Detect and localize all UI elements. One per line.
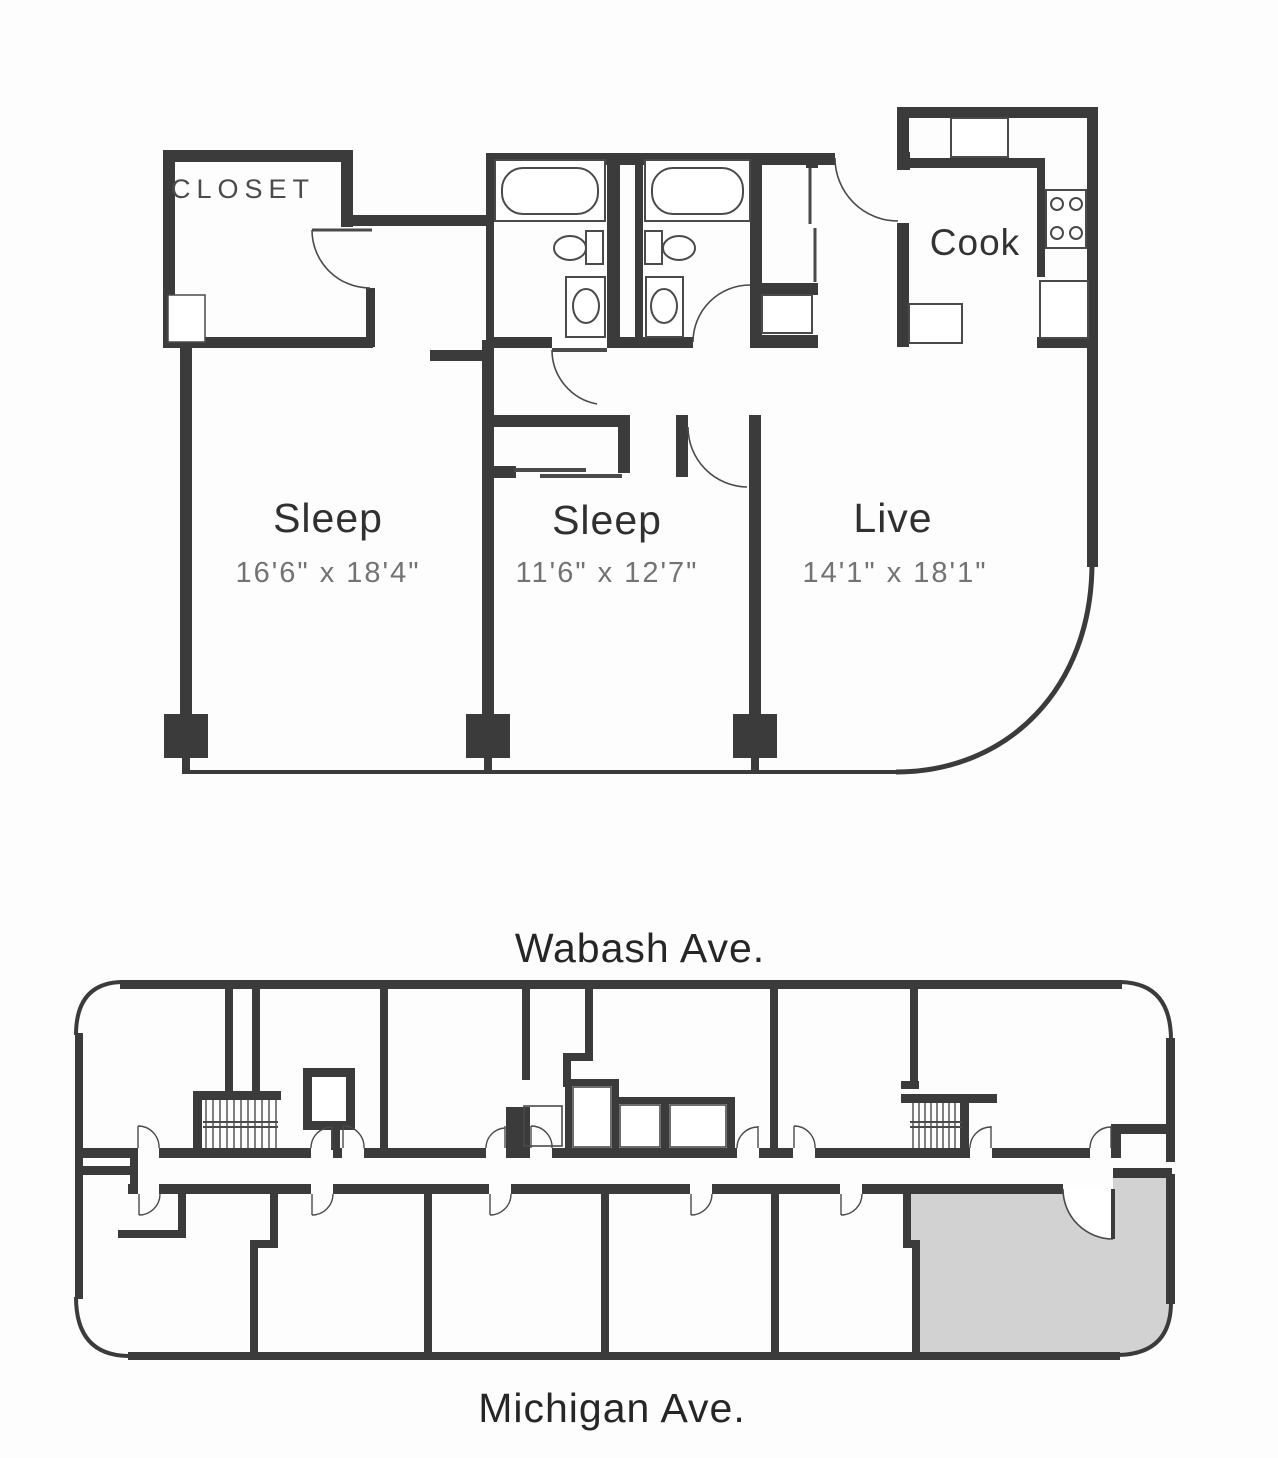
door-closet-room (311, 228, 372, 289)
window-wall (182, 770, 898, 774)
highlighted-unit-door (1062, 1188, 1115, 1240)
closet-label: CLOSET (171, 174, 315, 204)
bathtub-2 (644, 159, 751, 222)
curved-wall (895, 562, 1095, 775)
room-name: Live (853, 495, 932, 541)
fixtures (167, 117, 1089, 344)
kitchen-label: Cook (930, 222, 1020, 263)
room-label-sleep-2: Sleep 11'6" x 12'7" (516, 497, 699, 589)
door-entry (834, 157, 899, 222)
elevator-car (619, 1104, 661, 1148)
window-mullion (466, 714, 510, 758)
street-label-top: Wabash Ave. (515, 925, 765, 971)
site-plan: Wabash Ave. (74, 925, 1175, 1431)
sliding-doors-sleep2-closet (514, 468, 622, 478)
window-mullion (733, 714, 777, 758)
room-label-live: Live 14'1" x 18'1" (802, 495, 987, 589)
room-name: Sleep (273, 495, 383, 541)
highlighted-unit (911, 1178, 1172, 1356)
elevator-car (669, 1104, 727, 1148)
room-name: Sleep (552, 497, 662, 543)
door-bath-2 (692, 284, 751, 343)
corridor-closet (523, 1105, 563, 1147)
stove-icon (1045, 189, 1087, 249)
unit-plan: CLOSET Cook Sleep 16'6" x 18'4" Sleep 11… (163, 107, 1098, 775)
room-dims: 14'1" x 18'1" (802, 557, 987, 589)
unit-doors (311, 157, 899, 488)
corridor-doors-north (137, 1125, 1112, 1149)
stairs-east (910, 1103, 962, 1148)
stairs-west (203, 1100, 278, 1148)
room-label-sleep-1: Sleep 16'6" x 18'4" (235, 495, 420, 589)
corridor-doors-south (138, 1193, 863, 1216)
elevator-car (572, 1086, 612, 1148)
kitchen-counter-bottom (908, 303, 963, 344)
door-bath-1 (551, 348, 607, 405)
toilet-2 (644, 230, 696, 265)
site-thin-outlines (523, 1086, 727, 1148)
bathtub-1 (494, 159, 606, 222)
room-dims: 16'6" x 18'4" (235, 557, 420, 589)
street-label-bottom: Michigan Ave. (478, 1385, 746, 1431)
toilet-1 (553, 230, 604, 265)
shaft-interior (312, 1077, 346, 1121)
closet-pier (167, 294, 206, 343)
sliding-doors-foyer-closet (808, 168, 817, 282)
vanity-sink-1 (565, 276, 606, 338)
unit-walls (163, 107, 1098, 774)
vanity-sink-2 (645, 276, 684, 338)
kitchen-counter-top (950, 117, 1009, 158)
site-corner-arcs (74, 980, 1173, 1358)
window-mullion (164, 714, 208, 758)
door-sleep2 (687, 426, 748, 488)
site-white-insets (312, 1077, 727, 1148)
linen-closet (761, 294, 813, 334)
room-dims: 11'6" x 12'7" (516, 557, 699, 589)
refrigerator (1039, 280, 1089, 339)
